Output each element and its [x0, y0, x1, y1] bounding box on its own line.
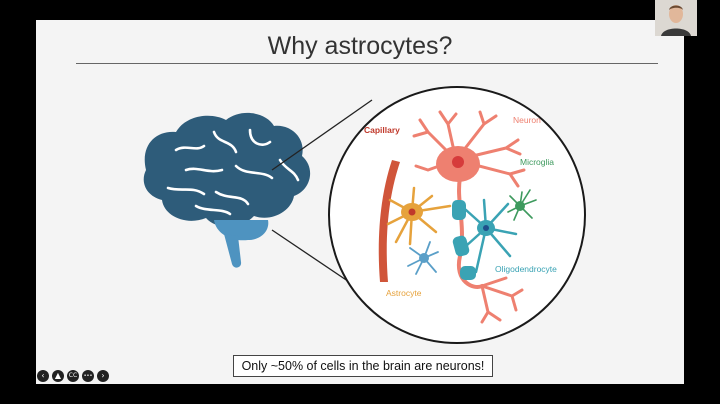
zoom-line-top: [271, 99, 373, 171]
neuron-shape: [412, 110, 526, 324]
presentation-controls: ‹ ▲ CC ••• ›: [37, 370, 109, 384]
myelin-sheaths: [452, 200, 476, 280]
pointer-icon[interactable]: ▲: [52, 370, 64, 382]
glial-cell-small: [407, 241, 439, 275]
more-icon[interactable]: •••: [82, 370, 94, 382]
label-astrocyte: Astrocyte: [386, 288, 422, 298]
next-icon[interactable]: ›: [97, 370, 109, 382]
microglia-shape: [507, 189, 537, 221]
label-capillary: Capillary: [364, 125, 400, 135]
capillary-shape: [378, 160, 400, 282]
person-avatar: [655, 0, 697, 36]
slide-title: Why astrocytes?: [267, 32, 453, 60]
webcam-thumbnail: [655, 0, 697, 36]
prev-icon[interactable]: ‹: [37, 370, 49, 382]
brain-illustration: [143, 112, 311, 268]
astrocyte-shape: [386, 186, 452, 246]
oligodendrocyte-shape: [464, 198, 518, 274]
label-microglia: Microglia: [520, 157, 554, 167]
slide: Why astrocytes?: [36, 20, 684, 384]
label-oligodendrocyte: Oligodendrocyte: [495, 264, 557, 274]
title-divider: [76, 63, 658, 64]
captions-icon[interactable]: CC: [67, 370, 79, 382]
label-neuron: Neuron: [513, 115, 541, 125]
diagram: Capillary Neuron Microglia Oligodendrocy…: [143, 86, 586, 344]
caption-box: Only ~50% of cells in the brain are neur…: [233, 355, 493, 377]
